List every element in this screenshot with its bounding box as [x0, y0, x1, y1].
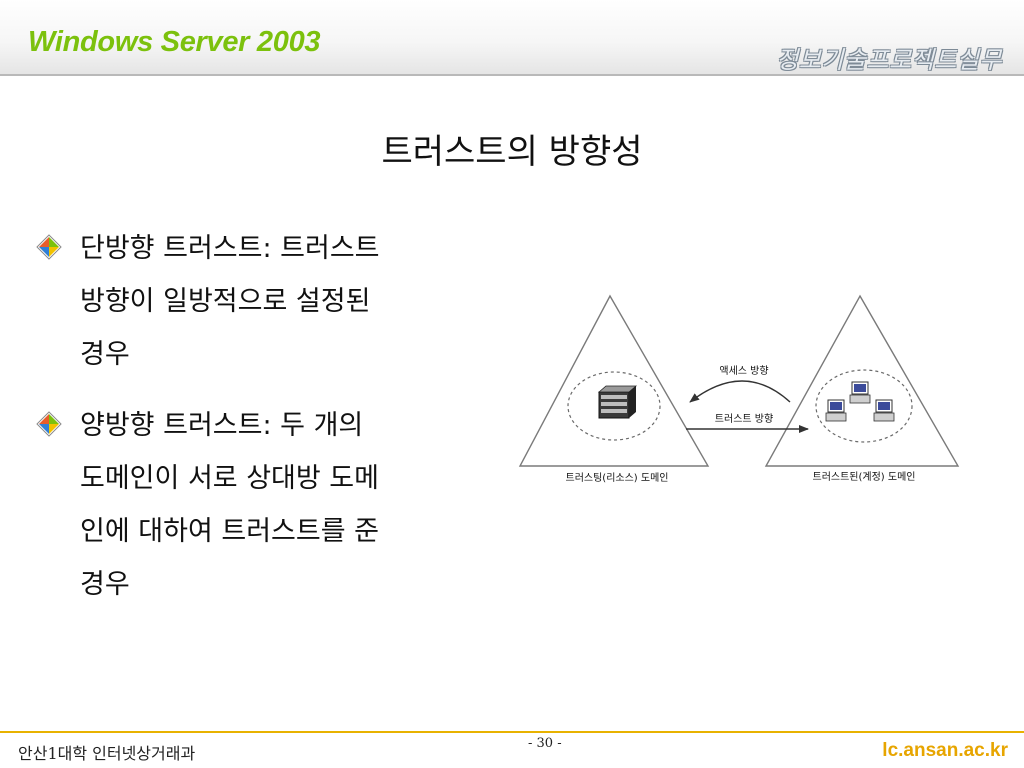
- diamond-bullet-icon: [36, 411, 62, 437]
- bullet-text-line: 경우: [80, 339, 130, 370]
- bullet-two-way-trust: 양방향 트러스트: 두 개의 도메인이 서로 상대방 도메 인에 대하여 트러스…: [36, 399, 486, 611]
- computer-icon: [873, 399, 895, 422]
- header-course-title: 정보기술프로젝트실무: [776, 46, 1002, 74]
- access-direction-arrow: [689, 380, 791, 403]
- bullet-list: 단방향 트러스트: 트러스트 방향이 일방적으로 설정된 경우 양방향 트러스트…: [36, 222, 486, 629]
- footer-website: lc.ansan.ac.kr: [882, 740, 1008, 761]
- computer-icon: [825, 399, 847, 422]
- slide-title: 트러스트의 방향성: [381, 132, 643, 172]
- diamond-bullet-icon: [36, 234, 62, 260]
- trusting-domain-triangle: [518, 294, 710, 467]
- bullet-text-line: 양방향 트러스트: 두 개의: [80, 410, 364, 441]
- bullet-text-line: 도메인이 서로 상대방 도메: [80, 463, 379, 494]
- bullet-one-way-trust: 단방향 트러스트: 트러스트 방향이 일방적으로 설정된 경우: [36, 222, 486, 381]
- access-direction-label: 액세스 방향: [719, 365, 768, 377]
- trust-direction-diagram: 트러스팅(리소스) 도메인 트러스트된(계정) 도메인 액세스 방향 트러스트 …: [518, 294, 960, 484]
- header-title: Windows Server 2003: [28, 26, 321, 58]
- footer-divider: [0, 731, 1024, 733]
- bullet-text-line: 인에 대하여 트러스트를 준: [80, 516, 379, 547]
- computer-icon: [849, 381, 871, 404]
- right-domain-label: 트러스트된(계정) 도메인: [813, 471, 916, 483]
- trust-direction-label: 트러스트 방향: [715, 413, 773, 425]
- left-domain-label: 트러스팅(리소스) 도메인: [566, 472, 669, 484]
- footer-department: 안산1대학 인터넷상거래과: [18, 744, 196, 763]
- page-number: - 30 -: [528, 736, 562, 751]
- trusting-domain-ellipse: [567, 371, 661, 441]
- bullet-text-line: 경우: [80, 569, 130, 600]
- trusted-domain-triangle: [764, 294, 960, 467]
- trusted-domain-ellipse: [815, 369, 913, 443]
- header-band: [0, 0, 1024, 76]
- server-icon: [597, 385, 638, 419]
- bullet-text-line: 단방향 트러스트: 트러스트: [80, 233, 380, 264]
- bullet-text-line: 방향이 일방적으로 설정된: [80, 286, 371, 317]
- header-divider: [0, 74, 1024, 76]
